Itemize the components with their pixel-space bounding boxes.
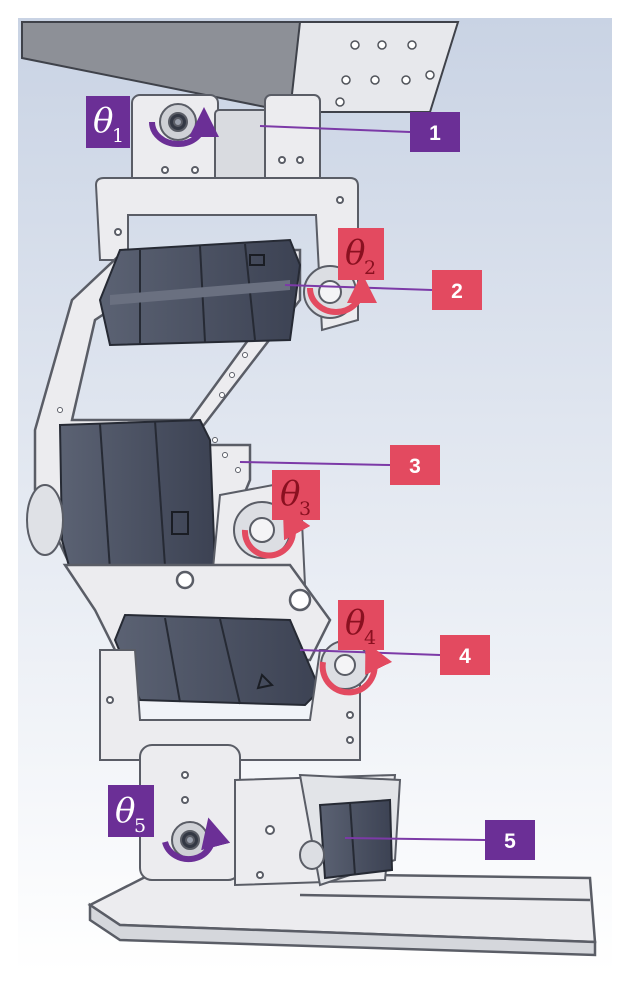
svg-text:3: 3 — [299, 498, 311, 520]
rotation-arrow-4 — [319, 641, 393, 696]
svg-text:θ: θ — [93, 101, 113, 141]
rotation-arrow-5 — [162, 817, 231, 863]
svg-text:θ: θ — [115, 791, 135, 831]
svg-text:5: 5 — [504, 830, 516, 853]
callout-4: 4 — [440, 635, 490, 675]
theta-label-1: θ 1 — [86, 96, 130, 148]
callout-2: 2 — [432, 270, 482, 310]
svg-text:5: 5 — [134, 815, 146, 837]
upper-body-plate — [21, 21, 460, 114]
servo-4 — [113, 613, 322, 707]
svg-text:1: 1 — [429, 122, 441, 145]
rotation-arrow-1 — [149, 107, 219, 147]
theta-label-3: θ 3 — [272, 470, 320, 520]
leader-lines — [239, 125, 486, 841]
svg-text:1: 1 — [112, 125, 124, 147]
svg-text:θ: θ — [345, 603, 365, 643]
theta-label-5: θ 5 — [108, 785, 154, 837]
svg-text:3: 3 — [409, 455, 421, 478]
rotation-arrow-2 — [307, 273, 377, 315]
theta-label-4: θ 4 — [338, 600, 384, 650]
servo-2 — [98, 238, 302, 347]
svg-text:4: 4 — [364, 627, 376, 649]
callout-5: 5 — [485, 820, 535, 860]
foot-plate — [87, 870, 597, 957]
rotation-arrow-3 — [241, 506, 311, 559]
svg-text:θ: θ — [280, 474, 300, 514]
svg-text:4: 4 — [459, 645, 471, 668]
theta-label-2: θ 2 — [338, 228, 384, 280]
servo-3 — [58, 418, 217, 572]
callout-3: 3 — [390, 445, 440, 485]
svg-text:θ: θ — [345, 233, 365, 273]
callout-1: 1 — [410, 112, 460, 152]
svg-text:2: 2 — [364, 257, 376, 279]
svg-text:2: 2 — [451, 280, 463, 303]
